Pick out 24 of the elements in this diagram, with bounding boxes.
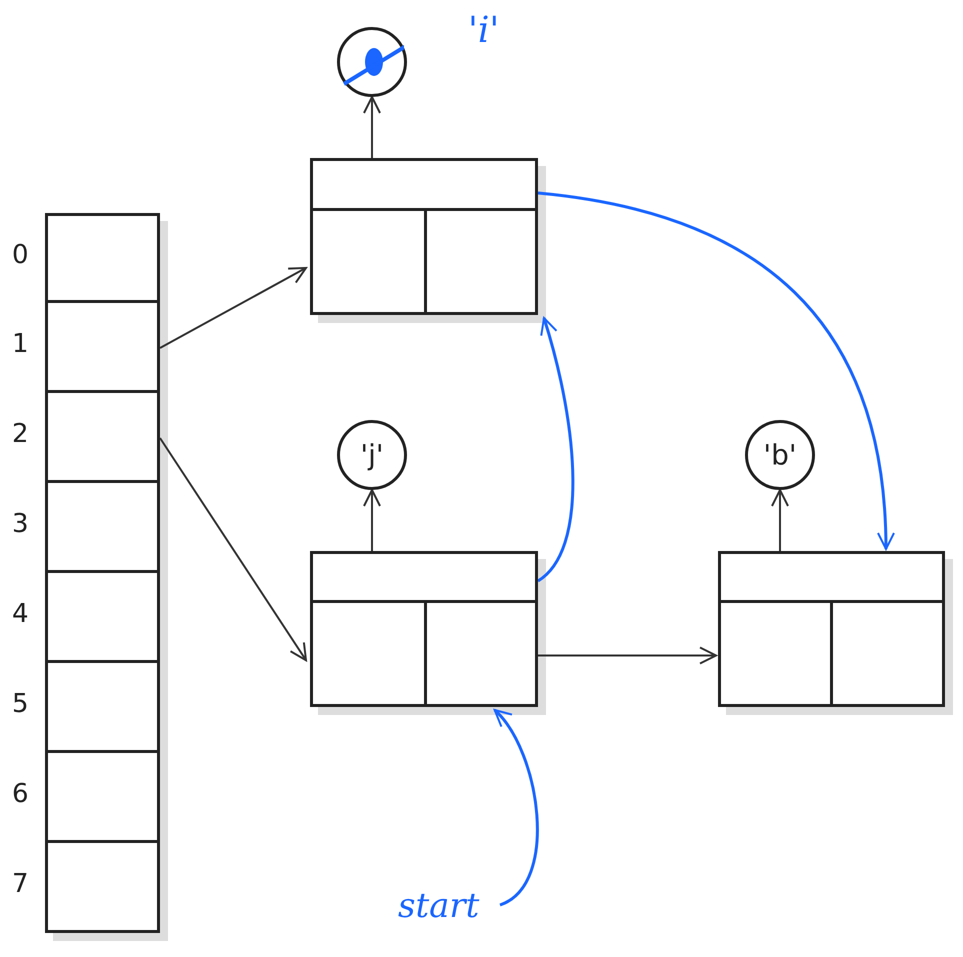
entry-box: [718, 551, 945, 707]
index-number: 1: [12, 328, 29, 358]
index-number: 5: [12, 688, 29, 718]
key-label: 'j': [360, 438, 384, 472]
arrow: [159, 437, 307, 662]
entry-box: [310, 551, 538, 707]
arrow: [771, 489, 789, 551]
index-number: 4: [12, 598, 29, 628]
entry-box: [310, 158, 538, 315]
index-number: 0: [12, 240, 29, 270]
index-number: 6: [12, 778, 29, 808]
handdrawn-arrow: [538, 192, 894, 550]
handdrawn-arrow: [494, 709, 539, 906]
key-label: 'b': [763, 438, 797, 472]
handwritten-label: 'i': [468, 10, 500, 51]
index-number: 7: [12, 868, 29, 898]
arrow: [363, 96, 381, 158]
index-number: 3: [12, 508, 29, 538]
handwritten-label: start: [398, 886, 480, 926]
arrow: [363, 489, 381, 551]
arrow: [160, 266, 307, 349]
handdrawn-arrow: [537, 317, 574, 582]
index-number: 2: [12, 418, 29, 448]
arrow: [538, 646, 717, 665]
